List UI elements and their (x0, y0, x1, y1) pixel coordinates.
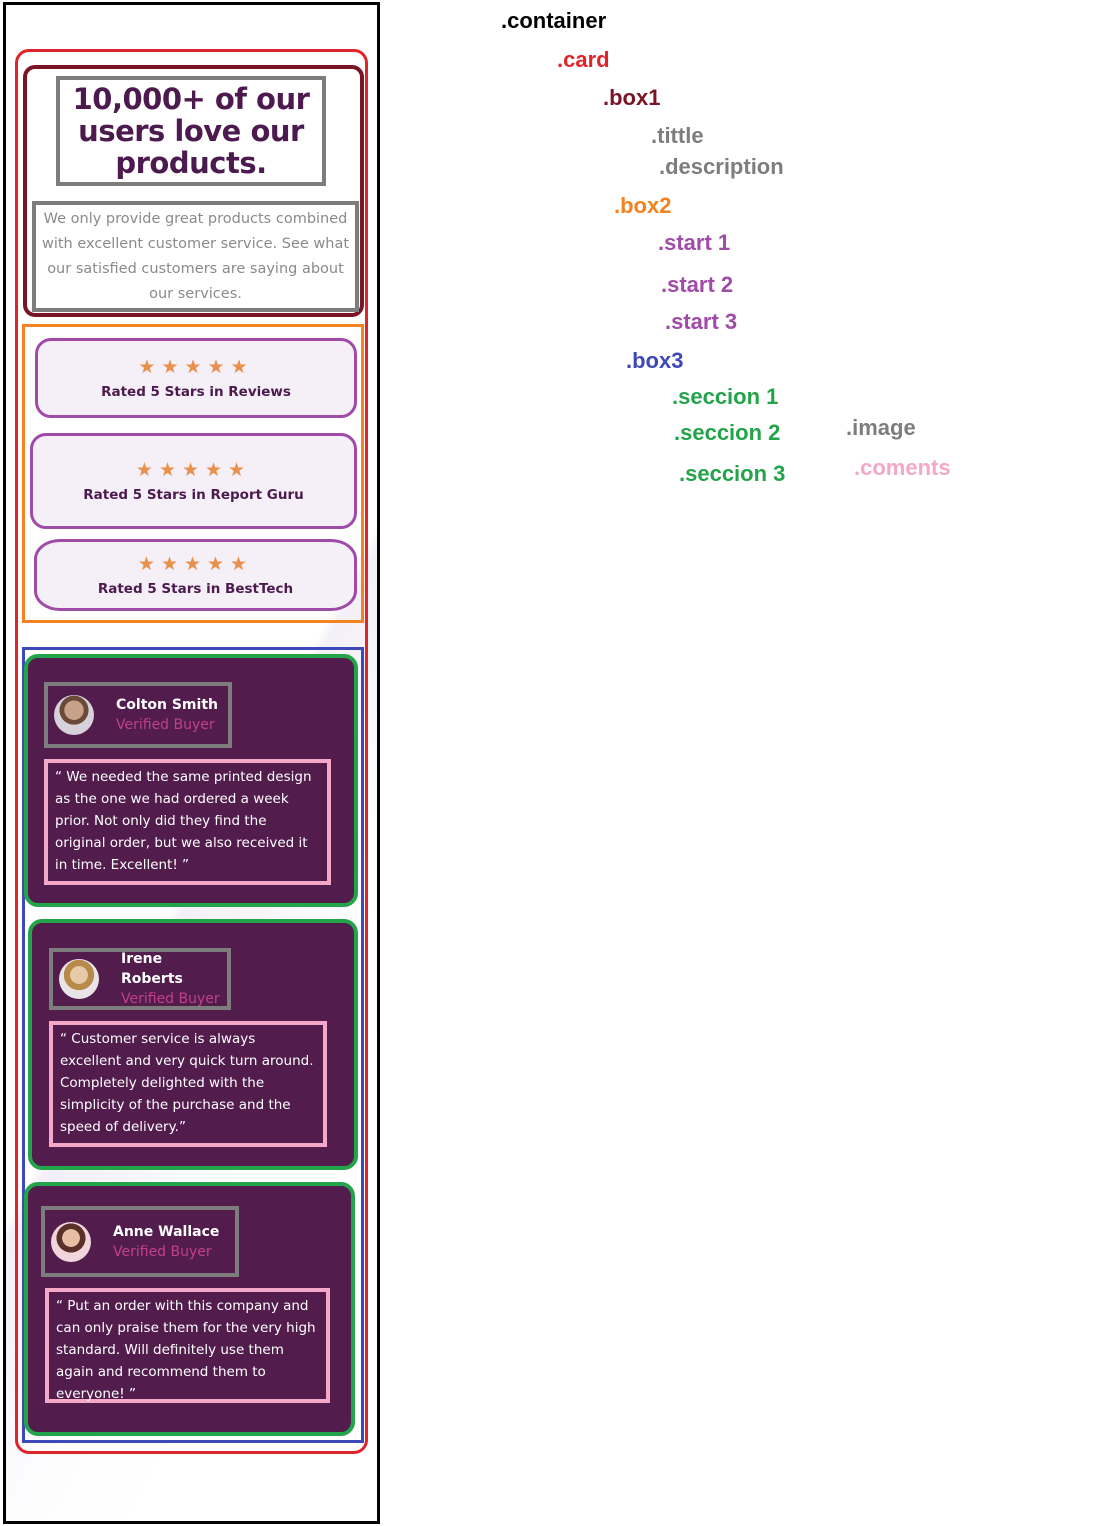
tittle-outline: 10,000+ of our users love our products. (56, 76, 326, 186)
image-outline: Anne Wallace Verified Buyer (41, 1206, 239, 1277)
legend-image: .image (846, 415, 916, 440)
image-outline: Irene Roberts Verified Buyer (49, 948, 231, 1010)
description-outline: We only provide great products combined … (32, 201, 359, 312)
legend-start-1: .start 1 (658, 230, 731, 255)
legend-seccion-2: .seccion 2 (674, 420, 781, 445)
rating-label: Rated 5 Stars in Reviews (101, 384, 291, 400)
start-2: ★★★★★ Rated 5 Stars in Report Guru (30, 433, 357, 529)
legend-box1: .box1 (603, 85, 661, 110)
comment-text: “ Put an order with this company and can… (56, 1298, 316, 1402)
avatar (59, 959, 99, 999)
box1-outline (23, 65, 364, 317)
person-name: Anne Wallace (113, 1223, 220, 1240)
coments-outline: “ Customer service is always excellent a… (49, 1021, 327, 1147)
rating-label: Rated 5 Stars in BestTech (97, 581, 294, 597)
coments-outline: “ Put an order with this company and can… (45, 1288, 330, 1403)
container-outline: 10,000+ of our users love our products. … (3, 2, 380, 1524)
star-icons: ★★★★★ (137, 553, 254, 575)
avatar (54, 695, 94, 735)
person-role: Verified Buyer (113, 1243, 212, 1260)
legend-coments: .coments (854, 455, 951, 480)
person-name: Irene Roberts (121, 951, 183, 987)
seccion-3 (24, 1182, 355, 1436)
page-title: 10,000+ of our users love our products. (72, 82, 310, 180)
start-1: ★★★★★ Rated 5 Stars in Reviews (35, 338, 357, 418)
person-name: Colton Smith (116, 697, 218, 713)
box2-outline (22, 324, 364, 623)
person-role: Verified Buyer (121, 991, 220, 1007)
legend-description: .description (659, 154, 784, 179)
start-3: ★★★★★ Rated 5 Stars in BestTech (34, 539, 357, 611)
comment-text: “ We needed the same printed design as t… (55, 769, 312, 873)
star-icons: ★★★★★ (138, 356, 254, 378)
person-role: Verified Buyer (116, 717, 215, 733)
legend-box2: .box2 (614, 193, 672, 218)
avatar (51, 1221, 91, 1262)
legend-tittle: .tittle (651, 123, 704, 148)
legend-box3: .box3 (626, 348, 684, 373)
legend-seccion-1: .seccion 1 (672, 384, 779, 409)
star-icons: ★★★★★ (135, 459, 252, 481)
rating-label: Rated 5 Stars in Report Guru (83, 487, 304, 503)
coments-outline: “ We needed the same printed design as t… (44, 759, 331, 885)
legend-card: .card (557, 47, 610, 72)
comment-text: “ Customer service is always excellent a… (60, 1031, 314, 1135)
legend-start-2: .start 2 (661, 272, 734, 297)
legend-start-3: .start 3 (665, 309, 738, 334)
card-outline (15, 49, 368, 1454)
legend-container: .container (501, 8, 607, 33)
description-text: We only provide great products combined … (41, 210, 350, 302)
image-outline: Colton Smith Verified Buyer (44, 682, 232, 748)
box3-outline (22, 647, 364, 1443)
legend-seccion-3: .seccion 3 (679, 461, 786, 486)
